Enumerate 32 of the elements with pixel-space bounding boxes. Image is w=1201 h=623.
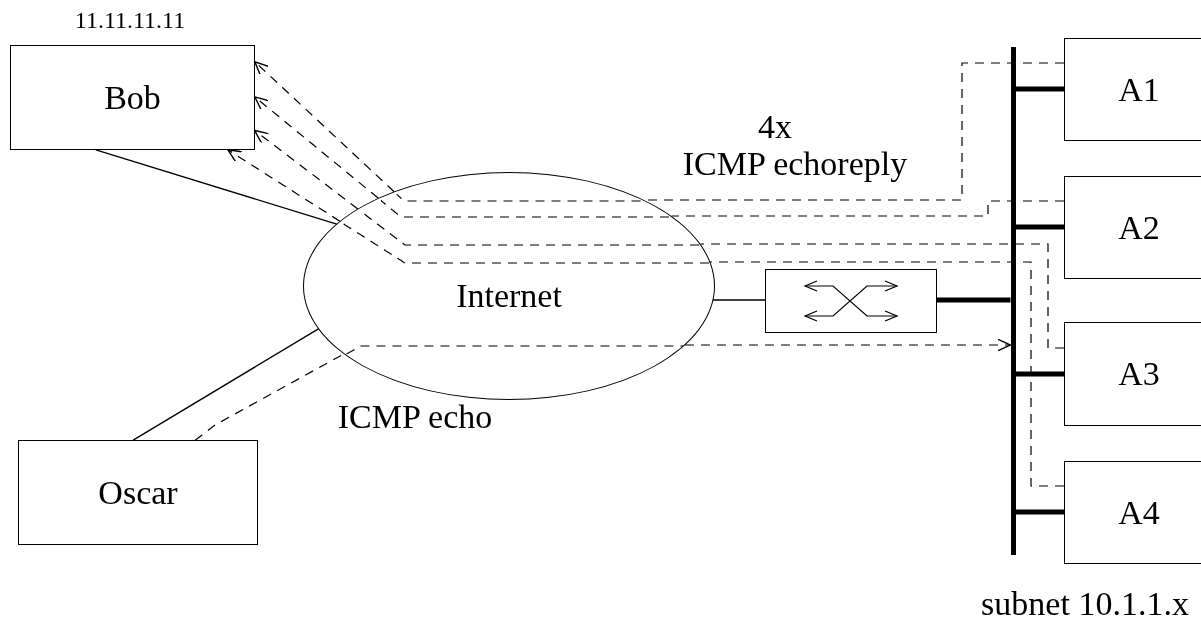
node-label: A1 <box>1118 72 1160 107</box>
host-box <box>1064 176 1201 279</box>
node-label: A4 <box>1118 495 1160 530</box>
count-label: 4x <box>758 110 792 144</box>
network-link <box>937 297 1011 303</box>
node-label: A2 <box>1118 210 1160 245</box>
node-label: Bob <box>104 80 161 115</box>
packet-path-arrow <box>254 129 359 210</box>
node-label: Internet <box>456 279 562 313</box>
host-box <box>1064 322 1201 426</box>
network-link <box>1015 86 1064 92</box>
host-box <box>10 45 255 150</box>
host-box <box>1064 461 1201 564</box>
packet-label: ICMP echoreply <box>682 147 908 181</box>
packet-path-arrow <box>254 96 379 199</box>
router-box <box>765 269 937 333</box>
network-link <box>1015 509 1064 515</box>
subnet-label: subnet 10.1.1.x <box>981 587 1189 621</box>
host-box <box>18 440 258 545</box>
network-link <box>95 149 338 225</box>
network-link <box>712 299 766 301</box>
node-label: Oscar <box>98 475 178 510</box>
packet-path-arrow <box>254 61 395 193</box>
network-bus-bar <box>1010 47 1016 555</box>
network-link <box>1015 224 1064 230</box>
ip-address-label: 11.11.11.11 <box>74 8 186 32</box>
network-link <box>132 328 320 441</box>
node-label: A3 <box>1118 357 1160 391</box>
packet-path-arrow <box>227 149 341 222</box>
packet-path-arrow <box>684 338 1012 352</box>
network-link <box>1015 371 1064 377</box>
host-box <box>1064 38 1201 141</box>
